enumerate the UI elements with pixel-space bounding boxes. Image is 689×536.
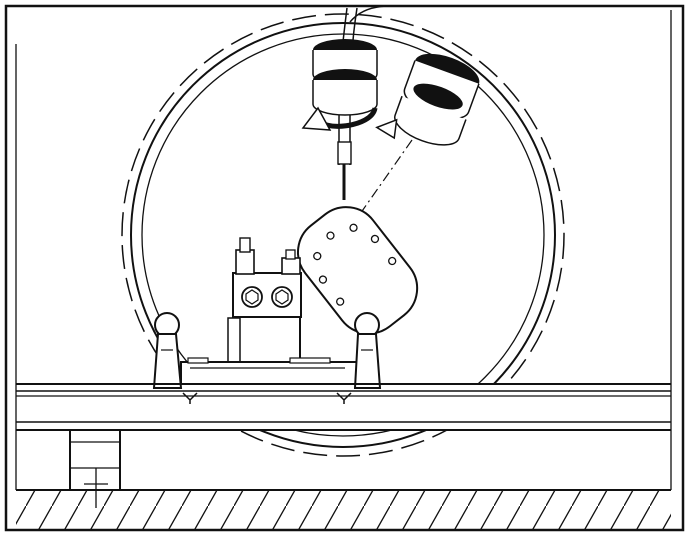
- left-clamp-knob: [152, 312, 183, 389]
- saw-blade-lower-arc: [237, 430, 449, 457]
- saw-arm: [297, 206, 419, 335]
- rotation-axis-line: [359, 139, 413, 215]
- carriage: [180, 357, 358, 385]
- motor-housing: [227, 237, 302, 364]
- guide-rail: [16, 383, 671, 431]
- clockwise-rotation-arrow-icon: [375, 53, 480, 146]
- hose-curve: [349, 5, 391, 23]
- counter-clockwise-rotation-arrow-icon: [301, 39, 378, 131]
- concrete-wall-section: [16, 490, 671, 530]
- hose-coupling: [337, 141, 352, 165]
- saw-blade: [121, 13, 565, 384]
- right-clamp-knob: [353, 312, 382, 389]
